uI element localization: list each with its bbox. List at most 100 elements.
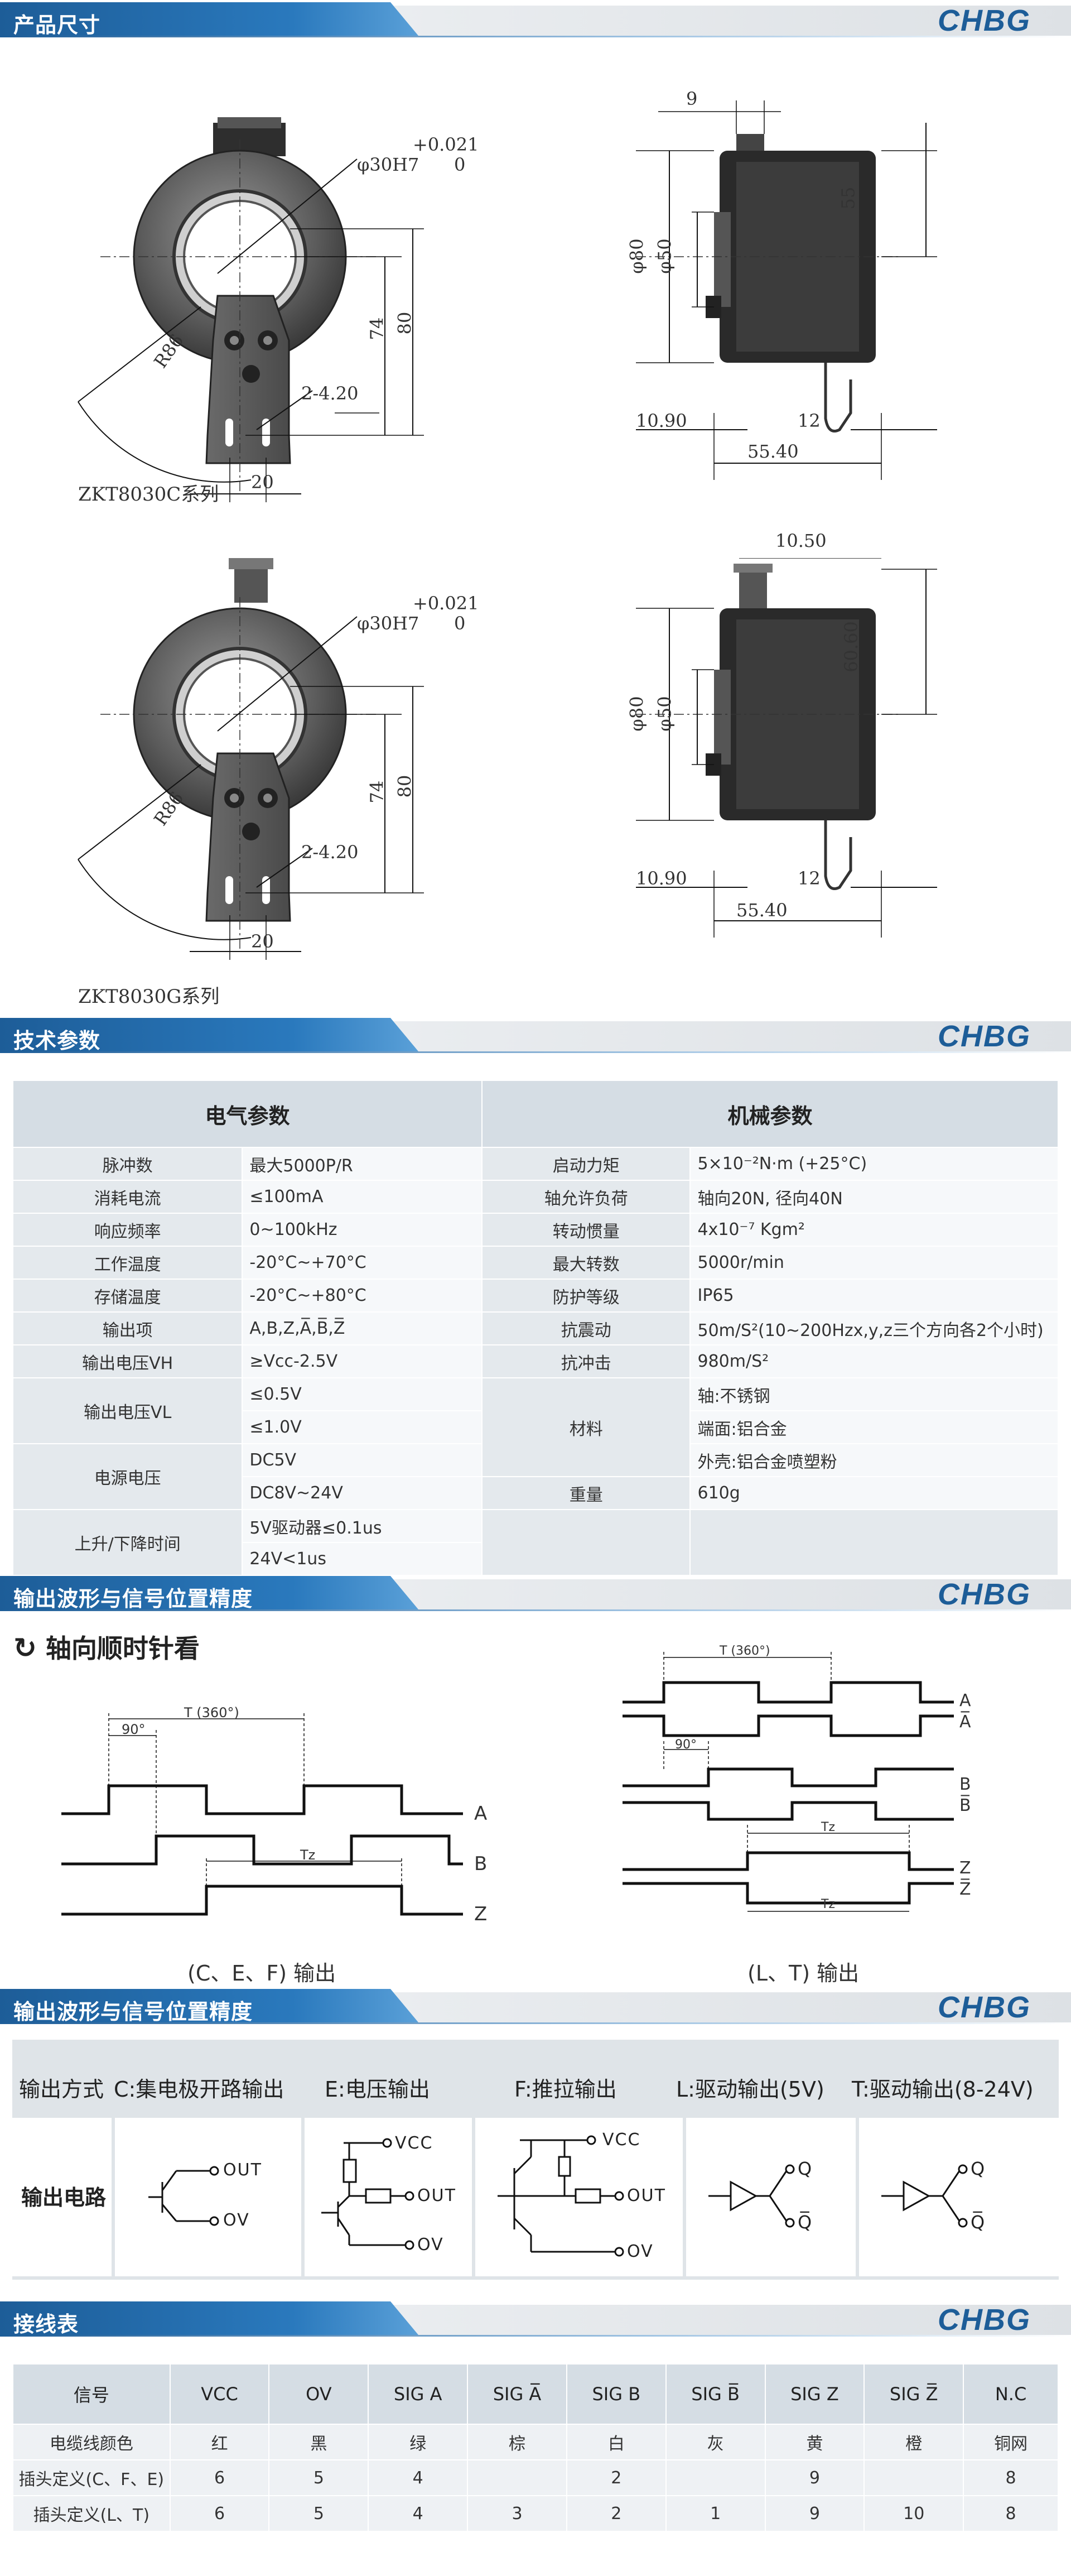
circuit-c-cell: OUT OV bbox=[115, 2118, 301, 2276]
wiring-cell: 8 bbox=[963, 2495, 1059, 2532]
section-title: 输出波形与信号位置精度 bbox=[13, 1587, 253, 1611]
dim-55-40-g: 55.40 bbox=[736, 900, 788, 921]
wiring-cell: 8 bbox=[963, 2459, 1059, 2496]
tol-bottom: 0 bbox=[454, 154, 466, 175]
dia-50: φ50 bbox=[654, 238, 676, 274]
wiring-cell: 4 bbox=[368, 2459, 469, 2496]
direction-label: ↻ 轴向顺时针看 bbox=[13, 1632, 200, 1664]
section-header-dimensions: 产品尺寸 CHBG bbox=[0, 0, 1071, 38]
q-label: Q bbox=[971, 2158, 985, 2179]
wave-label-r-bbar: B̅ bbox=[959, 1796, 971, 1815]
wave-label-r-zbar: Z̅ bbox=[959, 1880, 971, 1899]
ov-label: OV bbox=[627, 2242, 654, 2261]
spec-value: 980m/S² bbox=[689, 1344, 1059, 1378]
wiring-cell: 黄 bbox=[764, 2424, 865, 2460]
wiring-cell: 6 bbox=[169, 2495, 270, 2532]
dim-10-90-g: 10.90 bbox=[636, 868, 687, 889]
brand-logo: CHBG bbox=[938, 1991, 1031, 2024]
spec-key: 电源电压 bbox=[12, 1443, 243, 1510]
spec-key: 存储温度 bbox=[12, 1279, 243, 1313]
dia-80-g: φ80 bbox=[626, 696, 648, 732]
spec-key: 材料 bbox=[481, 1377, 691, 1477]
wiring-cell: 铜网 bbox=[963, 2424, 1059, 2460]
section-header-wiring: 接线表 CHBG bbox=[0, 2299, 1071, 2337]
mode-c: C:集电极开路输出 bbox=[114, 2077, 284, 2102]
wiring-header-cell: SIG A̅ bbox=[467, 2363, 567, 2425]
circuit-label: 输出电路 bbox=[21, 2185, 107, 2210]
dim-12: 12 bbox=[798, 410, 821, 431]
spec-value: ≤0.5V bbox=[242, 1377, 483, 1411]
dim-10-50: 10.50 bbox=[775, 530, 827, 551]
spec-value: 最大5000P/R bbox=[242, 1147, 483, 1181]
spec-key: 转动惯量 bbox=[481, 1213, 691, 1247]
wiring-cell: 橙 bbox=[863, 2424, 964, 2460]
wiring-header-cell: SIG Z bbox=[764, 2363, 865, 2425]
model-c-label: ZKT8030C系列 bbox=[78, 483, 219, 506]
qbar-label: Q̅ bbox=[971, 2212, 985, 2233]
dim-55: 55 bbox=[837, 186, 859, 210]
spec-key: 重量 bbox=[481, 1476, 691, 1510]
model-g-label: ZKT8030G系列 bbox=[78, 986, 220, 1008]
period-label-right: T (360°) bbox=[720, 1644, 770, 1658]
section-title: 输出波形与信号位置精度 bbox=[13, 2000, 253, 2024]
brand-logo: CHBG bbox=[938, 2303, 1031, 2337]
spec-key: 输出项 bbox=[12, 1311, 243, 1345]
wiring-cell: 6 bbox=[169, 2459, 270, 2496]
ov-label: OV bbox=[223, 2210, 250, 2230]
out-label: OUT bbox=[223, 2160, 262, 2180]
quarter-label-left: 90° bbox=[122, 1722, 146, 1737]
spec-key: 脉冲数 bbox=[12, 1147, 243, 1181]
caption-right: (L、T) 输出 bbox=[747, 1961, 860, 1986]
spec-value: 50m/S²(10~200Hzx,y,z三个方向各2个小时) bbox=[689, 1311, 1059, 1345]
wiring-header-cell: SIG A bbox=[368, 2363, 469, 2425]
spec-value: -20°C~+70°C bbox=[242, 1246, 483, 1280]
waveform-left-drawing bbox=[56, 1691, 480, 1925]
wave-label-r-a: A bbox=[959, 1691, 971, 1710]
spec-key: 启动力矩 bbox=[481, 1147, 691, 1181]
wiring-cell: 棕 bbox=[467, 2424, 567, 2460]
spec-value: -20°C~+80°C bbox=[242, 1279, 483, 1313]
wiring-cell bbox=[665, 2459, 766, 2496]
vcc-label: VCC bbox=[395, 2133, 433, 2153]
spec-key: 响应频率 bbox=[12, 1213, 243, 1247]
circuit-label-cell: 输出电路 bbox=[12, 2118, 112, 2276]
spec-key: 轴允许负荷 bbox=[481, 1180, 691, 1214]
wiring-header-cell: SIG Z̅ bbox=[863, 2363, 964, 2425]
spec-key: 抗震动 bbox=[481, 1311, 691, 1345]
dim-74: 74 bbox=[366, 317, 388, 340]
tol-top: +0.021 bbox=[413, 134, 479, 155]
wave-label-r-b: B bbox=[959, 1775, 971, 1794]
spec-key: 上升/下降时间 bbox=[12, 1509, 243, 1576]
spec-key: 输出电压VH bbox=[12, 1344, 243, 1378]
wiring-cell: 4 bbox=[368, 2495, 469, 2532]
holes-dim-g: 2-4.20 bbox=[301, 842, 359, 863]
spec-value: 610g bbox=[689, 1476, 1059, 1510]
dim-12-g: 12 bbox=[798, 868, 821, 889]
circuit-e-cell: VCC OUT OV bbox=[305, 2118, 472, 2276]
wave-label-r-abar: A̅ bbox=[959, 1712, 971, 1732]
spec-key: 最大转数 bbox=[481, 1246, 691, 1280]
mode-e: E:电压输出 bbox=[325, 2077, 430, 2102]
spec-value: ≤100mA bbox=[242, 1180, 483, 1214]
section-title: 技术参数 bbox=[13, 1029, 101, 1053]
spec-value: 外壳:铝合金喷塑粉 bbox=[689, 1443, 1059, 1477]
spec-value: DC5V bbox=[242, 1443, 483, 1477]
wiring-cell: 5 bbox=[268, 2495, 369, 2532]
wiring-row: 电缆线颜色红黑绿棕白灰黄橙铜网 bbox=[12, 2424, 1059, 2460]
bore-dim-g: φ30H7 bbox=[357, 613, 419, 634]
dim-55-40: 55.40 bbox=[747, 441, 799, 462]
tol-top-g: +0.021 bbox=[413, 593, 479, 614]
front-view-g-drawing bbox=[67, 558, 457, 960]
wiring-header-cell: N.C bbox=[963, 2363, 1059, 2425]
electrical-title: 电气参数 bbox=[12, 1080, 483, 1148]
wiring-cell bbox=[467, 2459, 567, 2496]
wave-label-r-z: Z bbox=[959, 1858, 971, 1878]
waveform-right-drawing bbox=[619, 1641, 976, 1920]
